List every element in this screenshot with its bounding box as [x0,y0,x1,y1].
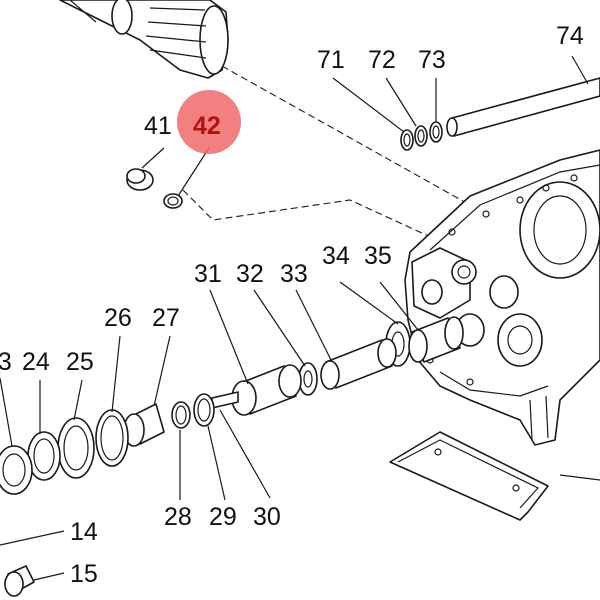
callout-32: 32 [236,260,264,288]
part-26-ring [95,409,129,467]
callout-42: 42 [193,112,221,140]
part-25-cup [57,417,95,479]
callout-14: 14 [70,518,98,546]
part-29-ring [193,393,215,427]
callout-73: 73 [418,46,446,74]
callout-30: 30 [253,503,281,531]
part-34-sleeve [408,316,464,363]
mounting-plate [389,431,600,521]
leader-lines [0,55,589,581]
callout-23: 23 [0,348,12,376]
part-41-plug [126,168,154,191]
callout-27: 27 [152,304,180,332]
part-74-rod [446,77,600,137]
part-24-ring [27,431,61,481]
callout-15: 15 [70,560,98,588]
assembly-centerlines [182,65,471,246]
callout-41: 41 [144,112,172,140]
callout-35: 35 [364,242,392,270]
part-23-ring [0,445,33,495]
part-71-ring [400,129,414,151]
callout-71: 71 [317,46,345,74]
part-15-plug [4,565,35,597]
callout-26: 26 [104,304,132,332]
part-72-ring [414,125,428,147]
callout-29: 29 [209,503,237,531]
splined-shaft [59,0,229,79]
callout-34: 34 [322,242,350,270]
callout-72: 72 [368,46,396,74]
part-31-cylinder [231,364,302,416]
callout-31: 31 [194,260,222,288]
part-42-o-ring [163,193,183,209]
part-28-ring [171,401,191,429]
callout-33: 33 [280,260,308,288]
part-73-ring [429,121,443,143]
callout-24: 24 [22,348,50,376]
callout-labels: 41 42 71 72 73 74 31 32 33 34 35 26 27 2… [0,22,584,588]
part-27-valve [123,403,165,447]
highlight-circle-42 [177,90,241,154]
part-33-piston [320,338,397,390]
callout-74: 74 [556,22,584,50]
pump-housing [404,149,600,446]
callout-28: 28 [164,503,192,531]
callout-25: 25 [66,348,94,376]
